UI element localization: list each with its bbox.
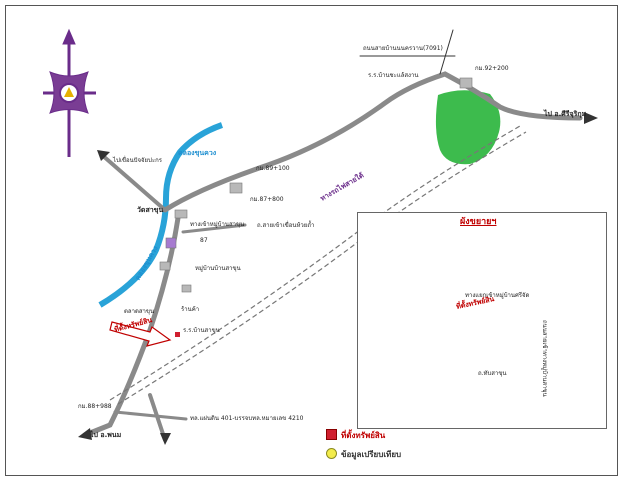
- inset-panel: [357, 212, 607, 429]
- village-mid-label: หมู่บ้านบ้านสาขุน: [195, 265, 241, 272]
- to-right-label: ไป อ.ศีรีจุริกุม: [544, 110, 587, 118]
- railway-2: [117, 131, 527, 405]
- village-top-label: ร.ร.บ้านชะแล้สงาน: [368, 72, 419, 79]
- main-road: [162, 71, 583, 213]
- school-small-label: ร.ร.บ้านสาขุน: [183, 327, 220, 334]
- canal-top-label: คลองขุนควง: [178, 149, 217, 157]
- compass-icon: [43, 28, 96, 157]
- road-south: [82, 215, 181, 438]
- road-side: [181, 223, 247, 234]
- property-arrow: [109, 321, 180, 347]
- map-frame: [5, 5, 618, 476]
- to-left-top-label: ไปเขื่อนปัจจัยปะกร: [113, 157, 162, 164]
- arrow-southwest-icon: [78, 428, 92, 440]
- road-to-northwest: [100, 153, 167, 212]
- to-bottom-label: ไป อ.พนม: [90, 431, 122, 439]
- km-89-label: กม.89+100: [256, 165, 290, 172]
- inset-lbl: ถ.ทับสาขุน: [478, 370, 507, 377]
- shop-label: ร้านค้า: [181, 306, 200, 313]
- km-top-label: กม.92+200: [475, 65, 509, 72]
- road-top-label: ถนนสายบ้านนนครวาน(7091): [363, 45, 443, 52]
- bottom-road-label: ทล.แผ่นดิน 401-บรรจบทล.หมายเลข 4210: [190, 415, 304, 422]
- num-87-label: 87: [200, 237, 208, 244]
- road-side-label: ถ.สายเข้าเขื่อนห้วยถ้ำ: [257, 222, 315, 229]
- road-km-bottom: [113, 410, 188, 421]
- market-label: ตลาดสาขุน: [124, 308, 155, 315]
- km-87-label: กม.87+800: [250, 196, 284, 203]
- temple-label: วัดสาขุน: [137, 206, 164, 214]
- legend-comparison-label: ข้อมูลเปรียบเทียบ: [341, 450, 402, 459]
- arrow-northwest-icon: [97, 150, 110, 161]
- railway: [109, 125, 521, 401]
- inset-road-label: ทางแยกเข้าหมู่บ้านศรีจัด: [465, 292, 530, 299]
- km-bottom-label: กม.88+988: [78, 403, 112, 410]
- legend-property-label: ที่ตั้งทรัพย์สิน: [341, 431, 386, 440]
- inset-road2-label: ถนนสายเข้าทางหมู่บ้านสาขุน: [541, 320, 548, 397]
- arrow-right-icon: [584, 112, 598, 124]
- road-top: [439, 29, 454, 75]
- legend-property-swatch: [326, 429, 337, 440]
- canal: [98, 122, 224, 308]
- park-area: [435, 90, 501, 165]
- road-village-label: ทางเข้าหมู่บ้านสาขุน: [190, 221, 245, 228]
- inset-title: ผังขยายฯ: [460, 217, 497, 227]
- arrow-bottom-icon: [160, 433, 171, 445]
- legend-comparison-swatch: [326, 448, 337, 459]
